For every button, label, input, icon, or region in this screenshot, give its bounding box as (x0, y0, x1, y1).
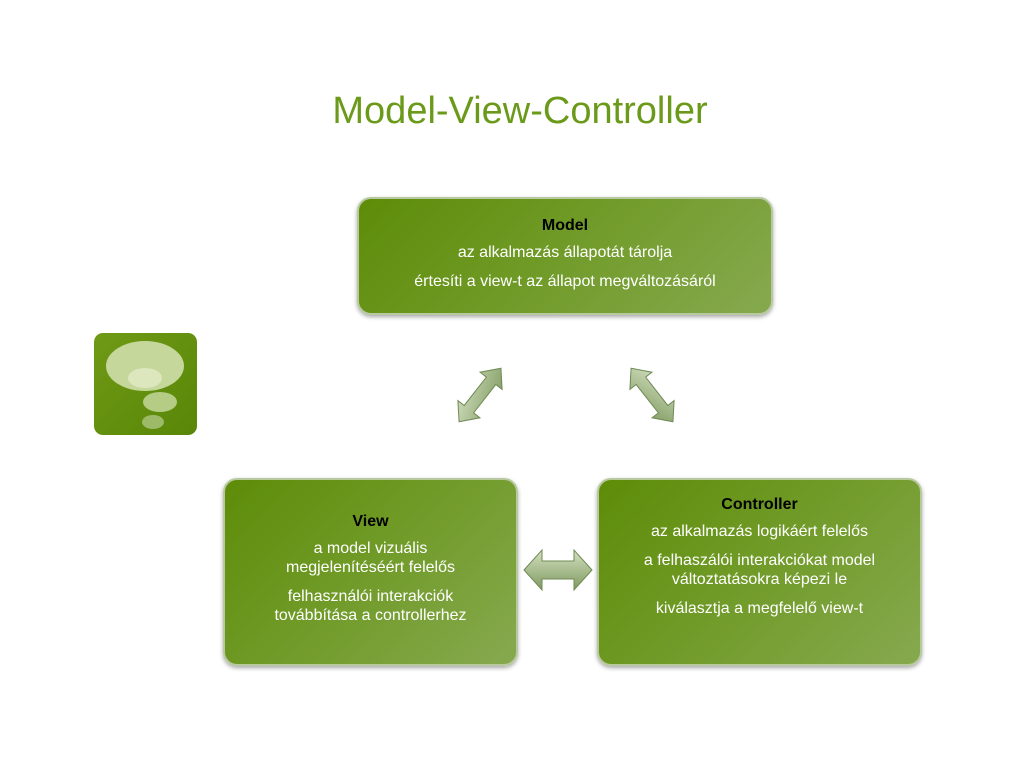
model-heading: Model (541, 217, 589, 234)
controller-heading: Controller (721, 496, 798, 513)
controller-line-1: az alkalmazás logikáért felelős (651, 523, 868, 540)
speech-bubble-icon (94, 333, 197, 435)
controller-line-2: a felhaszálói interakciókat model változ… (643, 552, 876, 588)
model-box: Model az alkalmazás állapotát tárolja ér… (357, 197, 773, 315)
view-controller-double-arrow-icon (523, 548, 593, 592)
view-line-1: a model vizuális megjelenítéséért felelő… (286, 540, 455, 576)
model-controller-double-arrow-icon (629, 367, 675, 423)
model-line-2: értesíti a view-t az állapot megváltozás… (414, 273, 716, 290)
view-line-2: felhasználói interakciók továbbítása a c… (274, 588, 467, 624)
model-view-double-arrow-icon (457, 367, 503, 423)
model-line-1: az alkalmazás állapotát tárolja (457, 244, 673, 261)
controller-line-3: kiválasztja a megfelelő view-t (655, 600, 864, 617)
slide-title: Model-View-Controller (332, 90, 708, 132)
controller-box: Controller az alkalmazás logikáért felel… (597, 478, 922, 666)
view-box: View a model vizuális megjelenítéséért f… (223, 478, 518, 666)
view-heading: View (352, 513, 389, 530)
